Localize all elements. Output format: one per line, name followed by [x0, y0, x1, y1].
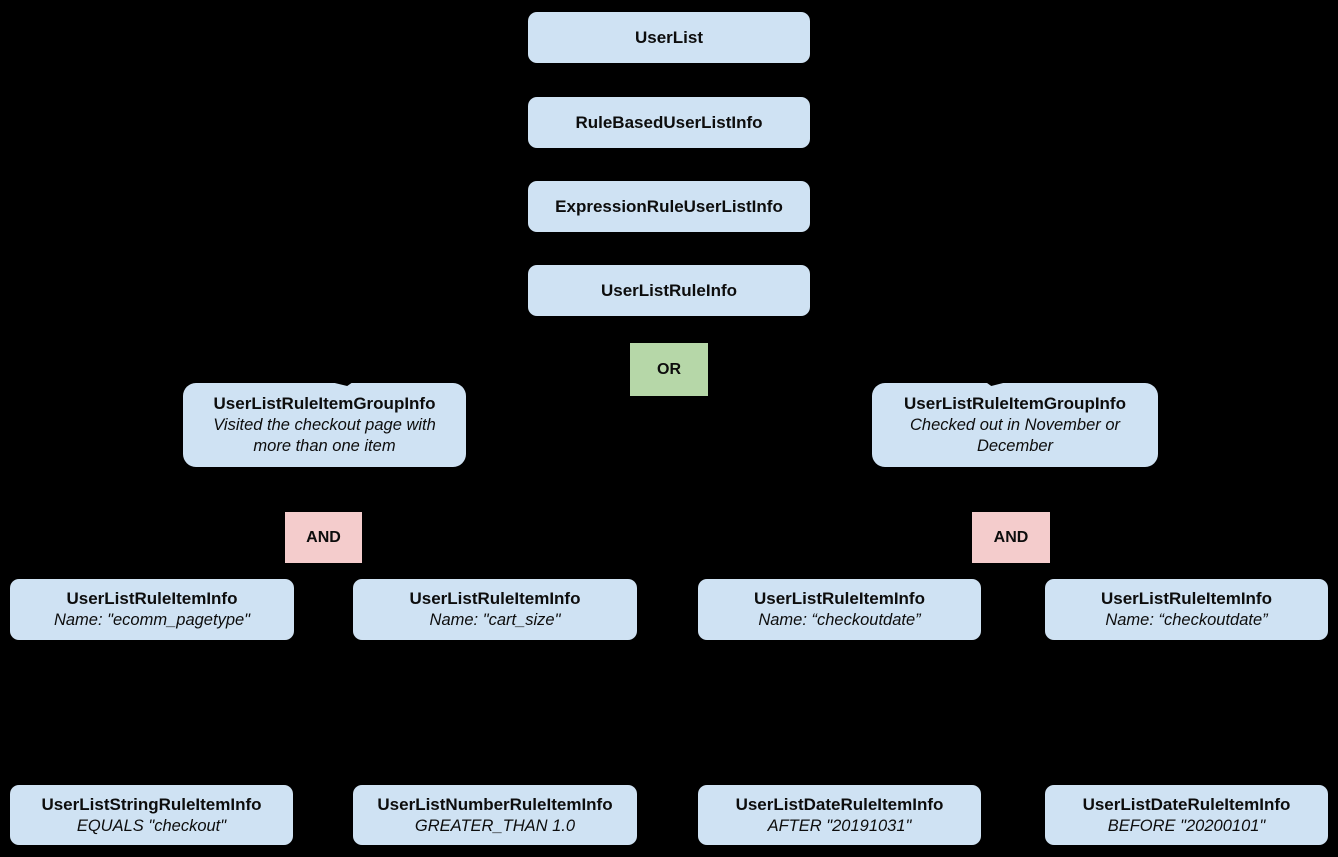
node-title: RuleBasedUserListInfo [575, 112, 763, 132]
node-title: UserList [634, 27, 704, 47]
leaf-node-number-rule: UserListNumberRuleItemInfo GREATER_THAN … [353, 785, 637, 845]
node-subtitle: EQUALS "checkout" [76, 816, 227, 835]
node-title: UserListDateRuleItemInfo [735, 794, 944, 814]
node-title: UserListRuleItemGroupInfo [213, 394, 436, 413]
node-subtitle: Checked out in November or December [909, 416, 1121, 455]
node-title: UserListRuleItemInfo [754, 589, 925, 608]
node-userlist: UserList [528, 12, 810, 63]
node-subtitle: Name: "ecomm_pagetype" [53, 611, 251, 629]
node-subtitle: Name: "cart_size" [429, 611, 561, 629]
node-title: UserListNumberRuleItemInfo [377, 794, 613, 814]
rule-item-node-ecomm-pagetype: UserListRuleItemInfo Name: "ecomm_pagety… [10, 579, 294, 640]
node-subtitle: Name: “checkoutdate” [1105, 611, 1268, 629]
rule-item-node-checkoutdate-1: UserListRuleItemInfo Name: “checkoutdate… [698, 579, 981, 640]
node-subtitle: GREATER_THAN 1.0 [414, 816, 576, 835]
node-title: UserListStringRuleItemInfo [41, 794, 262, 814]
rule-item-node-cart-size: UserListRuleItemInfo Name: "cart_size" [353, 579, 637, 640]
and-operator-node-right: AND [972, 512, 1050, 563]
and-operator-node-left: AND [285, 512, 362, 563]
node-title: UserListDateRuleItemInfo [1082, 794, 1291, 814]
node-expressionruleuserlistinfo: ExpressionRuleUserListInfo [528, 181, 810, 232]
node-subtitle: AFTER "20191031" [767, 816, 912, 835]
node-title: UserListRuleItemInfo [409, 589, 581, 608]
group-node-left: UserListRuleItemGroupInfo Visited the ch… [183, 383, 466, 467]
and-label: AND [306, 528, 341, 546]
node-title: UserListRuleItemInfo [66, 589, 238, 608]
node-subtitle: Visited the checkout page with more than… [213, 416, 436, 455]
or-operator-node: OR [630, 343, 708, 396]
and-label: AND [993, 528, 1029, 546]
group-node-right: UserListRuleItemGroupInfo Checked out in… [872, 383, 1158, 467]
node-rulebaseduserlistinfo: RuleBasedUserListInfo [528, 97, 810, 148]
node-title: UserListRuleItemInfo [1101, 589, 1272, 608]
node-title: UserListRuleInfo [600, 280, 738, 300]
or-label: OR [657, 360, 681, 378]
node-userlistruleinfo: UserListRuleInfo [528, 265, 810, 316]
node-subtitle: Name: “checkoutdate” [758, 611, 921, 629]
node-title: UserListRuleItemGroupInfo [904, 394, 1126, 413]
leaf-node-date-rule-before: UserListDateRuleItemInfo BEFORE "2020010… [1045, 785, 1328, 845]
leaf-node-string-rule: UserListStringRuleItemInfo EQUALS "check… [10, 785, 293, 845]
node-subtitle: BEFORE "20200101" [1107, 816, 1266, 835]
leaf-node-date-rule-after: UserListDateRuleItemInfo AFTER "20191031… [698, 785, 981, 845]
rule-item-node-checkoutdate-2: UserListRuleItemInfo Name: “checkoutdate… [1045, 579, 1328, 640]
node-title: ExpressionRuleUserListInfo [555, 196, 783, 216]
